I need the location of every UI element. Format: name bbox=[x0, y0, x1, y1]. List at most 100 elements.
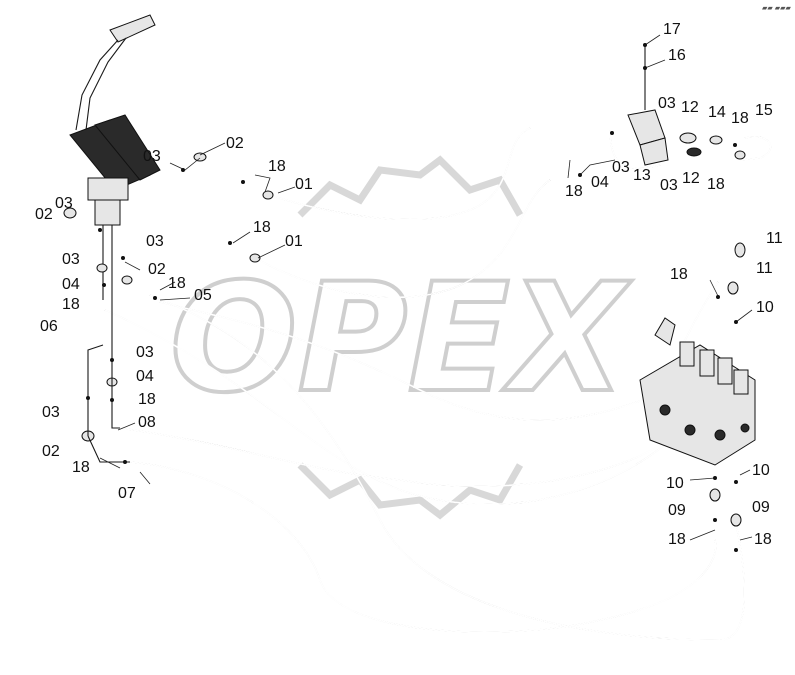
fitting-12-top bbox=[679, 132, 697, 144]
control-valve-bank bbox=[639, 242, 756, 527]
callout-03: 03 bbox=[143, 148, 161, 165]
callout-03: 03 bbox=[658, 95, 676, 112]
callout-16: 16 bbox=[668, 47, 686, 64]
callout-10: 10 bbox=[752, 462, 770, 479]
callout-01: 01 bbox=[295, 176, 313, 193]
callout-18: 18 bbox=[565, 183, 583, 200]
pedal-valve-assembly bbox=[69, 14, 161, 330]
valve-spool-4 bbox=[733, 369, 749, 395]
callout-05: 05 bbox=[194, 287, 212, 304]
junction-dots bbox=[86, 43, 738, 552]
callout-04: 04 bbox=[591, 174, 609, 191]
hose-long-b bbox=[149, 294, 746, 641]
callout-18: 18 bbox=[168, 275, 186, 292]
valve-port-4 bbox=[740, 423, 750, 433]
valve-port-1 bbox=[659, 404, 671, 416]
hose-top-return bbox=[609, 129, 661, 169]
corner-mark: ▰▰ ▰▰▰ bbox=[762, 5, 791, 12]
callout-04: 04 bbox=[136, 368, 154, 385]
callout-02: 02 bbox=[35, 206, 53, 223]
watermark-gear-bottom bbox=[297, 462, 524, 520]
pedal-handle-rod bbox=[75, 39, 119, 131]
fitting-09-right bbox=[730, 513, 742, 527]
hose-01-lower bbox=[254, 179, 551, 299]
callout-18: 18 bbox=[138, 391, 156, 408]
callout-03: 03 bbox=[42, 404, 60, 421]
callout-03: 03 bbox=[62, 251, 80, 268]
callout-10: 10 bbox=[666, 475, 684, 492]
callout-18: 18 bbox=[268, 158, 286, 175]
hose-08 bbox=[119, 427, 681, 488]
hose-long-a bbox=[104, 309, 691, 506]
callout-03: 03 bbox=[55, 195, 73, 212]
callout-18: 18 bbox=[754, 531, 772, 548]
callout-18: 18 bbox=[253, 219, 271, 236]
fitting-14 bbox=[709, 135, 723, 145]
valve-spool-1 bbox=[679, 341, 695, 367]
callout-06: 06 bbox=[40, 318, 58, 335]
callout-18: 18 bbox=[62, 296, 80, 313]
left-fittings bbox=[63, 152, 274, 463]
callout-03: 03 bbox=[660, 177, 678, 194]
fitting-01-upper bbox=[262, 190, 274, 200]
hose-11 bbox=[679, 281, 719, 351]
callout-17: 17 bbox=[663, 21, 681, 38]
callout-11: 11 bbox=[756, 260, 773, 277]
fitting-18-right bbox=[734, 150, 746, 160]
valve-port-3 bbox=[714, 429, 726, 441]
callout-13: 13 bbox=[633, 167, 651, 184]
callout-01: 01 bbox=[285, 233, 303, 250]
callout-03: 03 bbox=[136, 344, 154, 361]
valve-spool-2 bbox=[699, 349, 715, 377]
callout-18: 18 bbox=[668, 531, 686, 548]
watermark-gear-top bbox=[297, 155, 524, 218]
fitting-11-top bbox=[734, 242, 746, 258]
valve-spool-cap-1 bbox=[654, 317, 676, 346]
pilot-block-13 bbox=[627, 45, 746, 166]
watermark: OPEX bbox=[168, 155, 634, 520]
pedal-handle-grip bbox=[109, 14, 156, 43]
callout-04: 04 bbox=[62, 276, 80, 293]
callout-03: 03 bbox=[146, 233, 164, 250]
callout-09: 09 bbox=[668, 502, 686, 519]
callout-07: 07 bbox=[118, 485, 136, 502]
pedal-right bbox=[94, 114, 161, 181]
callout-12: 12 bbox=[682, 170, 700, 187]
callout-18: 18 bbox=[707, 176, 725, 193]
callout-14: 14 bbox=[708, 104, 726, 121]
callout-03: 03 bbox=[612, 159, 630, 176]
callout-11: 11 bbox=[766, 230, 783, 247]
fitting-02-mid bbox=[121, 275, 133, 285]
pedal-valve-body bbox=[87, 177, 129, 201]
callout-12: 12 bbox=[681, 99, 699, 116]
callout-02: 02 bbox=[226, 135, 244, 152]
fitting-12-bottom bbox=[686, 147, 702, 157]
fitting-02-upper bbox=[63, 207, 77, 219]
fitting-01-lower bbox=[249, 253, 261, 263]
fitting-02-top bbox=[193, 152, 207, 162]
watermark-text: OPEX bbox=[170, 252, 632, 426]
pedal-valve-base bbox=[94, 199, 121, 226]
fitting-11-mid bbox=[727, 281, 739, 295]
hoses bbox=[104, 127, 772, 641]
block-face-b bbox=[639, 137, 669, 166]
callout-18: 18 bbox=[731, 110, 749, 127]
hose-01-upper bbox=[269, 127, 531, 221]
fitting-09-left bbox=[709, 488, 721, 502]
callout-08: 08 bbox=[138, 414, 156, 431]
callout-09: 09 bbox=[752, 499, 770, 516]
callout-18: 18 bbox=[72, 459, 90, 476]
callouts: 17 16 03 12 14 18 15 02 03 18 01 03 13 1… bbox=[35, 21, 783, 548]
callout-15: 15 bbox=[755, 102, 773, 119]
valve-port-2 bbox=[684, 424, 696, 436]
hose-07 bbox=[129, 461, 717, 633]
callout-10: 10 bbox=[756, 299, 774, 316]
valve-spool-3 bbox=[717, 357, 733, 385]
fitting-04-upper bbox=[96, 263, 108, 273]
callout-02: 02 bbox=[148, 261, 166, 278]
hose-05 bbox=[159, 301, 681, 421]
callout-18: 18 bbox=[670, 266, 688, 283]
callout-02: 02 bbox=[42, 443, 60, 460]
